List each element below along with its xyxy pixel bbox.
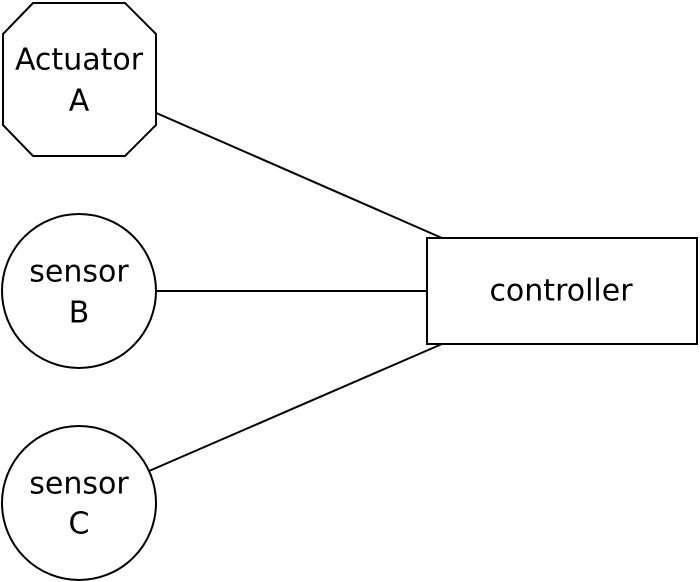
node-controller-label: controller bbox=[489, 274, 633, 309]
edge-sensor-c-to-controller bbox=[148, 343, 443, 472]
circle-shape bbox=[1, 425, 157, 581]
circle-shape bbox=[1, 213, 157, 369]
node-sensor-c-label-line2: C bbox=[69, 507, 90, 542]
octagon-shape bbox=[2, 2, 157, 157]
node-sensor-c[interactable]: sensor C bbox=[1, 425, 157, 581]
node-controller[interactable]: controller bbox=[426, 237, 698, 345]
node-actuator-a-label-line1: Actuator bbox=[15, 43, 144, 78]
edge-actuator-a-to-controller bbox=[153, 111, 443, 239]
node-sensor-b[interactable]: sensor B bbox=[1, 213, 157, 369]
node-actuator-a-label-line2: A bbox=[69, 84, 90, 119]
node-actuator-a[interactable]: Actuator A bbox=[2, 2, 157, 157]
rectangle-shape bbox=[426, 237, 698, 345]
node-sensor-c-label-line1: sensor bbox=[29, 467, 129, 502]
node-sensor-b-label-line2: B bbox=[69, 296, 90, 331]
node-sensor-b-label-line1: sensor bbox=[29, 255, 129, 290]
